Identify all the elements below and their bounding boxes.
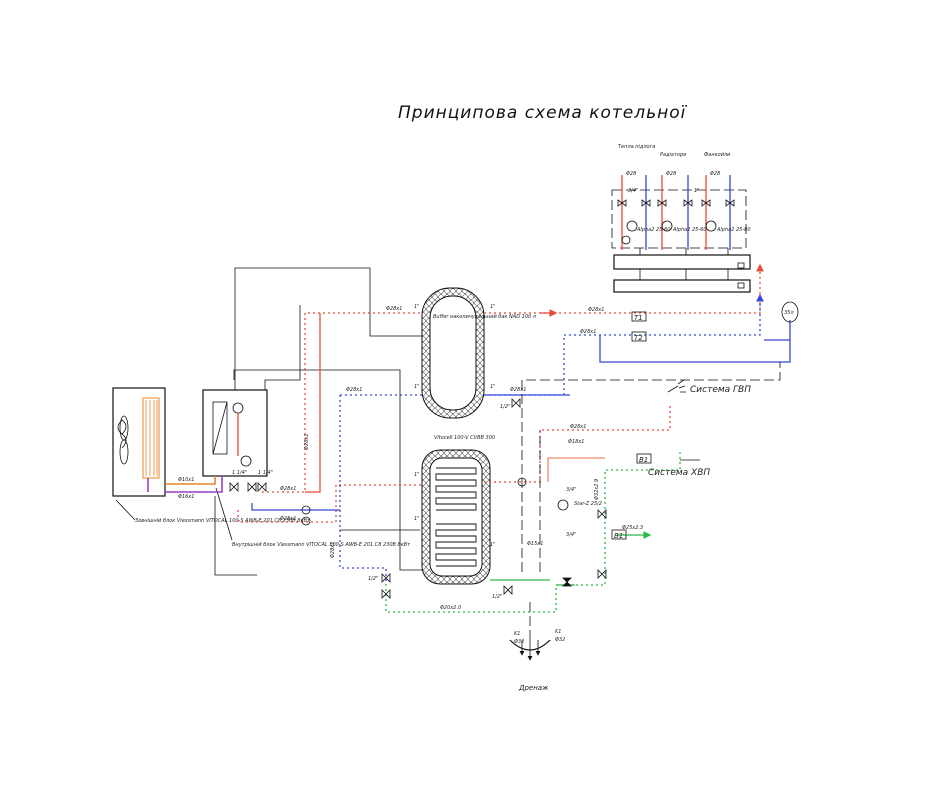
dhw-shower-icon [667,379,686,393]
label-one-d: 1" [490,384,495,390]
label-pipe-25: Φ25x2.3 [622,525,643,531]
outdoor-unit-label: Зовнішній блок Viessmann VITOCAL 100-S A… [135,518,311,524]
label-34-a: 3/4" [566,487,576,493]
label-pipe-15: Φ15x1 [527,541,543,547]
label-cold-system: Система ХВП [648,468,710,478]
label-one-a: 1" [414,304,419,310]
sensor-b1-b: B1 [614,532,623,540]
label-pump-1: Alpha2 25-60 [636,227,671,233]
label-pipe-32: Φ32x2.9 [594,479,600,500]
label-pump-2: Alpha2 25-60 [672,227,707,233]
label-d-fancoils: Φ28 [710,171,720,177]
label-pump-3: Alpha2 25-80 [716,227,751,233]
label-1-1-4b: 1 1/4" [258,470,273,476]
label-radiators: Радіатори [660,152,687,158]
label-fancoils: Фанкойли [704,152,731,158]
label-k1-a: K1 [514,631,520,637]
label-d-floor: Φ28 [626,171,636,177]
label-34-b: 3/4" [566,532,576,538]
label-valve-34: 3/4" [628,188,638,194]
label-pipe-28-b: Φ28x1 [588,307,604,313]
drain: K1 Φ32 K1 Φ32 Дренаж [509,629,565,692]
label-one-g: 1" [490,542,495,548]
consumer-manifold: Тепла підлога Радіатори Фанкойли Φ28 Φ28… [611,144,751,293]
label-half-c: 1/2" [500,404,510,410]
label-drain: Дренаж [518,684,549,692]
label-pipe-28-vert: Φ28x1 [304,434,310,450]
label-pipe-28-g: Φ28x1 [510,387,526,393]
label-k1-b: K1 [555,629,561,635]
label-1-1-4: 1 1/4" [232,470,247,476]
dhw-tank-label: Vitocell 100-V CVBB 300 [434,435,495,441]
expansion-vessel: 35л [781,301,799,323]
label-pipe-28-e: Φ28x1 [570,424,586,430]
label-one-c: 1" [414,384,419,390]
buffer-tank-label: Buffer накопичувальний бак NAD 100 л [433,314,537,320]
label-pipe-28-d: Φ28x1 [280,516,296,522]
label-one-e: 1" [414,472,419,478]
label-half-b: 1/2" [492,594,502,600]
label-k32-a: Φ32 [514,639,524,645]
sensor-t1: T1 [634,314,643,322]
circ-pump-label: Star-Z 25/2 [574,501,602,507]
label-refrigerant-10: Φ10x1 [178,477,194,483]
label-pipe-28-a: Φ28x1 [386,306,402,312]
label-pipe-28-vert2: Φ28x1 [330,542,336,558]
svg-text:35л: 35л [784,310,794,316]
label-pipe-28-f: Φ28x1 [346,387,362,393]
outdoor-unit: Зовнішній блок Viessmann VITOCAL 100-S A… [112,387,311,524]
label-dhw-system: Система ГВП [690,385,751,395]
buffer-tank: Buffer накопичувальний бак NAD 100 л Vit… [421,287,537,441]
sensor-b1-a: B1 [639,456,648,464]
label-pipe-28-h: Φ28x1 [580,329,596,335]
indoor-unit-label: Внутрішній блок Viessmann VITOCAL 100-S … [232,542,411,548]
label-d-radiators: Φ28 [666,171,676,177]
label-pipe-18: Φ18x1 [568,439,584,445]
label-pipe-20: Φ20x2.0 [440,605,461,611]
diagram-title: Принципова схема котельної [398,103,688,123]
label-one-b: 1" [490,304,495,310]
label-pipe-28-c: Φ28x1 [280,486,296,492]
indoor-unit: Внутрішній блок Viessmann VITOCAL 100-S … [202,389,411,548]
label-half-a: 1/2" [368,576,378,582]
label-one-f: 1" [414,516,419,522]
label-floor-heating: Тепла підлога [618,144,655,150]
sensor-t2: T2 [634,334,643,342]
label-k32-b: Φ32 [555,637,565,643]
label-valve-1: 1" [694,188,699,194]
label-refrigerant-16: Φ16x1 [178,494,194,500]
dhw-tank [421,449,491,585]
